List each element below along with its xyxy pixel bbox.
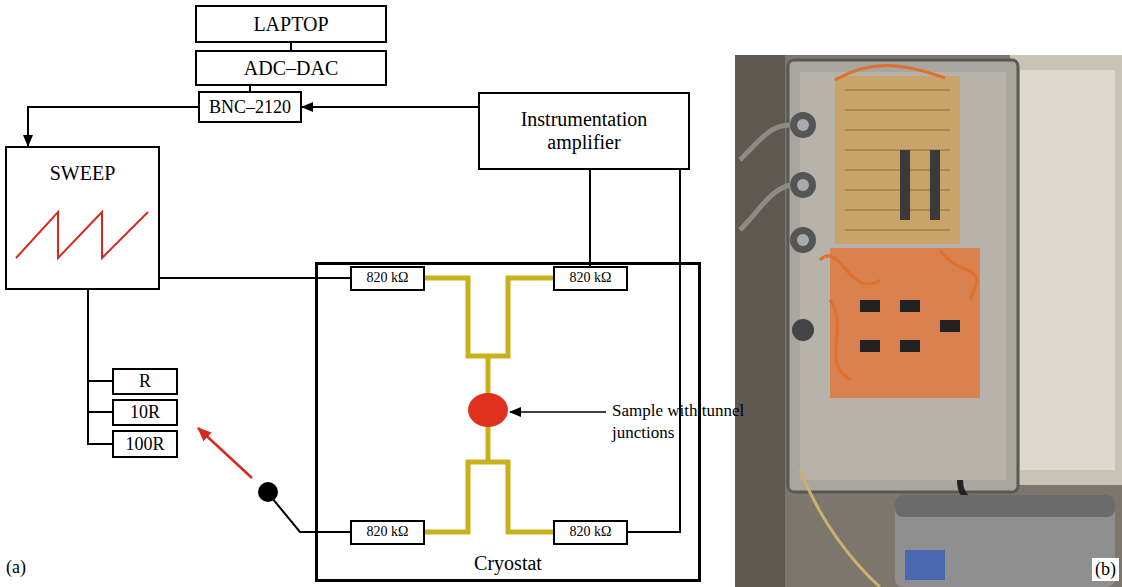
apparatus-photo: [735, 55, 1122, 587]
signal-wire: [628, 170, 680, 532]
signal-wire: [88, 290, 112, 381]
node-text: BNC–2120: [209, 97, 291, 118]
signal-wire: [589, 170, 591, 266]
signal-wire: [88, 290, 112, 412]
node-text: 10R: [130, 402, 160, 423]
switch-wire: [272, 498, 350, 532]
resistor-box: 820 kΩ: [553, 520, 628, 545]
resistor-box: 820 kΩ: [350, 520, 425, 545]
range-resistor: R: [112, 368, 178, 395]
sawtooth-signal: [16, 212, 148, 258]
node-text: 820 kΩ: [367, 270, 409, 286]
node-text: SWEEP: [50, 162, 116, 185]
node-text: ADC–DAC: [244, 57, 338, 80]
sweep-generator: SWEEP: [5, 146, 160, 290]
converter-box: ADC–DAC: [195, 50, 387, 86]
node-text: LAPTOP: [253, 13, 328, 36]
signal-wire: [28, 107, 198, 146]
node-text: 820 kΩ: [367, 524, 409, 540]
node-text: 820 kΩ: [570, 524, 612, 540]
node-text: Instrumentation amplifier: [499, 108, 669, 154]
leader-arrow: [510, 411, 606, 413]
sample-wires: [425, 278, 553, 532]
sample-label: Sample with tunnel junctions: [612, 400, 762, 444]
sample: [468, 393, 508, 427]
signal-wire: [160, 277, 350, 279]
cryostat-box: Cryostat 820 kΩ 820 kΩ 820 kΩ 820 kΩ: [315, 262, 701, 582]
range-resistor: 10R: [112, 399, 178, 426]
signal-wire: [290, 43, 292, 50]
range-resistor: 100R: [112, 430, 178, 458]
computer-box: LAPTOP: [195, 5, 387, 43]
panel-letter: (b): [1092, 558, 1119, 581]
node-text: 100R: [125, 434, 164, 455]
switch-arrow: [198, 428, 252, 478]
resistor-box: 820 kΩ: [553, 266, 628, 291]
connector-block: BNC–2120: [198, 91, 302, 123]
switch-contact: [258, 482, 278, 502]
amplifier-box: Instrumentation amplifier: [478, 92, 690, 170]
resistor-box: 820 kΩ: [350, 266, 425, 291]
node-text: R: [139, 371, 151, 392]
node-text: Cryostat: [474, 552, 542, 575]
panel-letter: (a): [6, 556, 26, 579]
signal-wire: [302, 106, 478, 108]
signal-wire: [88, 290, 112, 444]
node-text: 820 kΩ: [570, 270, 612, 286]
